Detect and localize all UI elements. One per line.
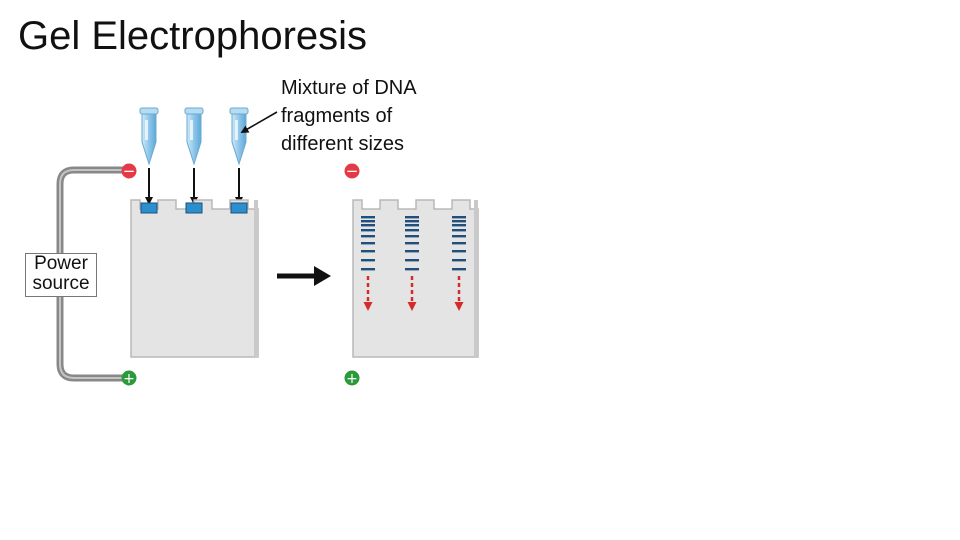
power-source-box: Power source [25, 253, 97, 297]
dna-band [361, 224, 375, 227]
dna-band [405, 250, 419, 253]
test-tube-icon [139, 107, 159, 166]
dna-band [452, 268, 466, 271]
dna-band [452, 250, 466, 253]
dna-band [405, 216, 419, 219]
dna-band [361, 216, 375, 219]
plus-icon: + [121, 370, 137, 387]
gel-before [130, 199, 259, 358]
svg-text:−: − [346, 162, 359, 180]
gel-side-edge [474, 200, 478, 357]
svg-text:−: − [123, 162, 136, 180]
dna-band [361, 250, 375, 253]
dna-band [405, 229, 419, 232]
page-title: Gel Electrophoresis [18, 14, 368, 58]
dna-band [452, 224, 466, 227]
svg-text:+: + [123, 371, 135, 387]
dna-band [405, 235, 419, 238]
dna-sample-well [140, 202, 158, 214]
dna-band [452, 259, 466, 262]
caption-line: different sizes [281, 133, 405, 155]
dna-band [405, 220, 419, 223]
svg-text:+: + [346, 371, 358, 387]
power-source-label: source [32, 273, 90, 294]
dna-band [405, 242, 419, 245]
dna-band-lane [361, 216, 466, 271]
caption-line: fragments of [281, 105, 393, 127]
power-source-label: Power [34, 253, 88, 274]
dna-band [405, 224, 419, 227]
test-tube-icon [229, 107, 249, 166]
arrow-right-icon-head [314, 266, 331, 286]
dna-sample-well [230, 202, 248, 214]
dna-band [361, 235, 375, 238]
dna-band [405, 268, 419, 271]
minus-icon: − [344, 162, 360, 180]
dna-band [452, 235, 466, 238]
dna-band [405, 259, 419, 262]
gel-side-edge [254, 200, 258, 357]
dna-sample-well [185, 202, 203, 214]
minus-icon: − [121, 162, 137, 180]
dna-band [361, 220, 375, 223]
plus-icon: + [344, 370, 360, 387]
dna-band [361, 242, 375, 245]
dna-band [361, 259, 375, 262]
caption-line: Mixture of DNA [281, 77, 417, 99]
dna-band [452, 216, 466, 219]
test-tube-icon [184, 107, 204, 166]
caption-pointer-line [240, 111, 278, 133]
dna-band [361, 268, 375, 271]
dna-band [361, 229, 375, 232]
dna-band [452, 229, 466, 232]
dna-band [452, 220, 466, 223]
dna-band [452, 242, 466, 245]
dna-mixture-caption: Mixture of DNA fragments of different si… [281, 74, 471, 158]
